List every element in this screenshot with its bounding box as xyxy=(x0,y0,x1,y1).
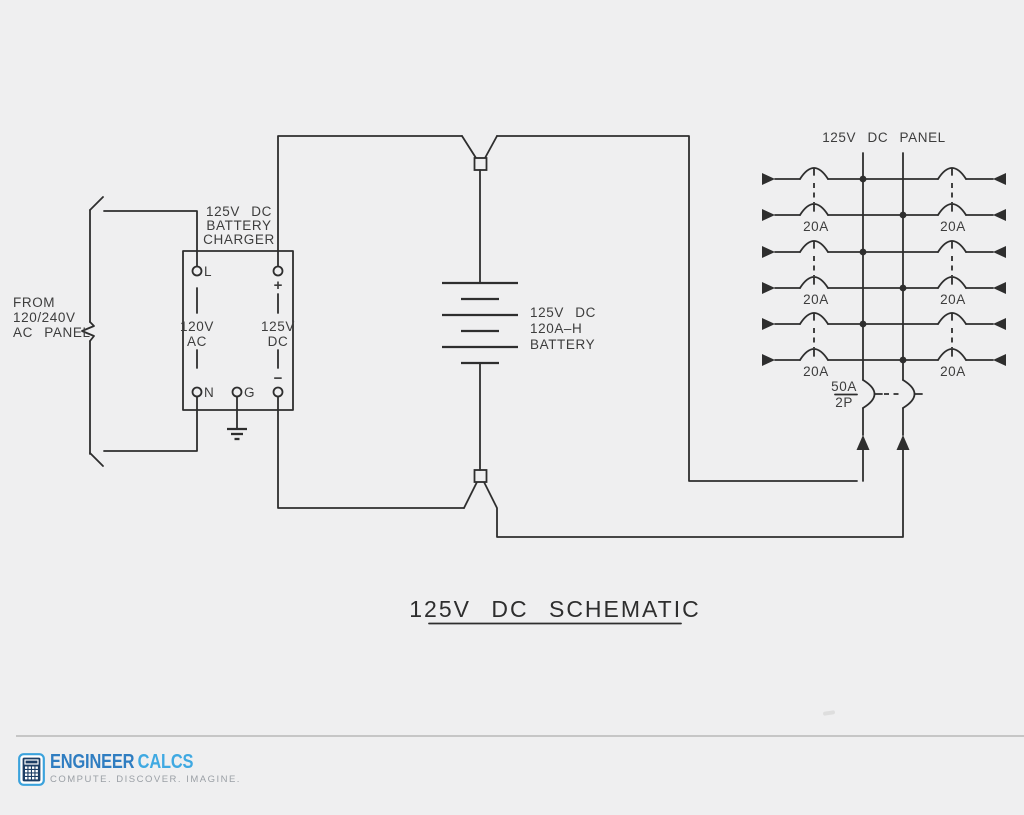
tap-diagonal-right xyxy=(484,135,498,159)
bus-junction-dot xyxy=(859,248,867,256)
negative-wire-to-panel xyxy=(483,449,904,538)
tap-diagonal-left-bottom xyxy=(463,481,478,509)
main-breaker-right-pole-arc xyxy=(902,379,916,409)
brand-word-calcs: CALCS xyxy=(137,751,194,773)
charger-input-label-line1: 120V xyxy=(180,319,214,334)
breaker-rating-label: 20A xyxy=(940,364,966,379)
dc-panel: 125V DC PANEL 20A 20A 20A 20A 20A 20A xyxy=(761,130,1007,450)
battery-label-line1: 125V DC xyxy=(530,305,596,320)
ac-source-label-line1: FROM xyxy=(13,295,55,310)
breaker-row-4 xyxy=(761,276,1007,295)
line-break-symbol xyxy=(81,321,95,342)
terminal-G xyxy=(231,386,243,398)
battery-label-line3: BATTERY xyxy=(530,337,595,352)
feed-arrow-up-icon xyxy=(856,435,870,450)
neutral-wire-to-N xyxy=(103,396,198,452)
charger-name-line1: 125V DC xyxy=(206,204,272,219)
panel-title: 125V DC PANEL xyxy=(822,130,946,145)
terminal-G-label: G xyxy=(244,385,255,400)
terminal-L xyxy=(191,265,203,277)
charger-name-line2: BATTERY xyxy=(206,218,271,233)
breaker-rating-label: 20A xyxy=(940,292,966,307)
polarity-minus-symbol: − xyxy=(274,370,283,387)
calculator-icon-display xyxy=(24,759,39,765)
main-breaker-50a-2p: 50A 2P xyxy=(831,379,923,450)
earth-ground-symbol xyxy=(227,396,247,441)
battery-charger: 125V DC BATTERY CHARGER L N G + − 120V A… xyxy=(180,204,295,441)
bus-junction-dot xyxy=(899,211,907,219)
terminal-N xyxy=(191,386,203,398)
tap-diagonal-left xyxy=(461,135,477,159)
calculator-icon-keys xyxy=(25,766,38,780)
breaker-row-6 xyxy=(761,348,1007,367)
continuation-tick-bottom xyxy=(89,452,104,467)
battery-label-line2: 120A–H xyxy=(530,321,582,336)
terminal-plus xyxy=(272,265,284,277)
positive-wire-top-left xyxy=(277,135,463,267)
breaker-rating-label: 20A xyxy=(803,292,829,307)
charger-input-label-line2: AC xyxy=(187,334,207,349)
dc-wiring xyxy=(277,135,904,538)
main-breaker-left-pole-arc xyxy=(862,379,876,409)
ac-source-feed: FROM 120/240V AC PANEL xyxy=(13,196,198,467)
drawing-title-text: 125V DC SCHEMATIC xyxy=(409,596,700,622)
line-wire-to-L xyxy=(103,210,198,267)
ac-source-label-line2: 120/240V xyxy=(13,310,76,325)
breaker-row-1 xyxy=(761,167,1007,186)
terminal-N-label: N xyxy=(204,385,214,400)
brand-word-engineer: ENGINEER xyxy=(50,751,135,773)
feed-arrow-up-icon xyxy=(896,435,910,450)
charger-box xyxy=(182,250,294,411)
battery-bottom-terminal xyxy=(473,469,488,483)
breaker-rating-label: 20A xyxy=(940,219,966,234)
charger-output-label-line1: 125V xyxy=(261,319,295,334)
main-breaker-poles-label: 2P xyxy=(835,395,853,410)
brand-tagline: COMPUTE. DISCOVER. IMAGINE. xyxy=(50,774,241,785)
breaker-rating-label: 20A xyxy=(803,364,829,379)
battery: 125V DC 120A–H BATTERY xyxy=(442,157,596,483)
calculator-icon xyxy=(18,753,45,786)
terminal-minus xyxy=(272,386,284,398)
breaker-row-3 xyxy=(761,240,1007,259)
terminal-L-label: L xyxy=(204,264,212,279)
continuation-tick-top xyxy=(89,196,104,211)
bus-junction-dot xyxy=(899,284,907,292)
bus-junction-dot xyxy=(859,175,867,183)
breaker-row-2 xyxy=(761,203,1007,222)
charger-name-line3: CHARGER xyxy=(203,232,275,247)
bus-junction-dot xyxy=(899,356,907,364)
breaker-row-5 xyxy=(761,312,1007,331)
ac-source-label-line3: AC PANEL xyxy=(13,325,91,340)
bus-junction-dot xyxy=(859,320,867,328)
drawing-title: 125V DC SCHEMATIC xyxy=(409,596,700,625)
footer-divider xyxy=(16,735,1024,737)
battery-top-terminal xyxy=(473,157,488,171)
main-breaker-rating-label: 50A xyxy=(831,379,857,394)
polarity-plus-symbol: + xyxy=(274,277,283,294)
breaker-rating-label: 20A xyxy=(803,219,829,234)
charger-output-label-line2: DC xyxy=(268,334,289,349)
negative-wire-bottom-left xyxy=(277,396,465,509)
positive-wire-to-panel xyxy=(496,135,858,482)
